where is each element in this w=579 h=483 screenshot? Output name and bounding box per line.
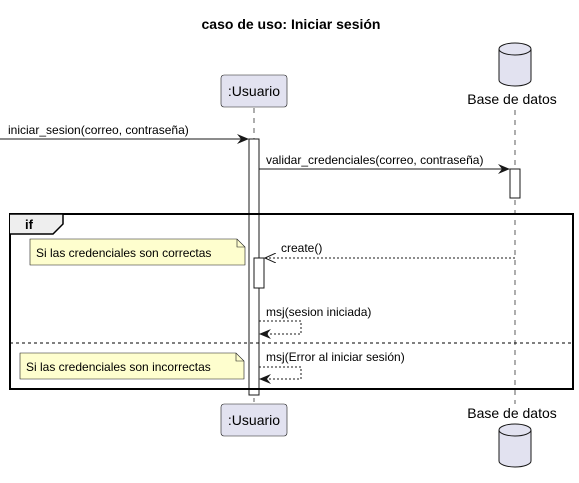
- usuario-nested-activation-bar: [253, 257, 265, 289]
- message-sesion-iniciada-arrow: [259, 320, 302, 339]
- message-validar-credenciales-label: validar_credenciales(correo, contraseña): [266, 153, 483, 167]
- message-error-arrow: [259, 366, 302, 384]
- if-fragment: [9, 213, 574, 390]
- database-icon[interactable]: [498, 42, 532, 87]
- note-correctas: [29, 238, 246, 266]
- note-incorrectas-fold: [235, 353, 244, 362]
- usuario-participant-bottom[interactable]: [220, 403, 288, 437]
- database-icon[interactable]: [498, 423, 532, 468]
- note-incorrectas-text: Si las credenciales son incorrectas: [26, 360, 211, 374]
- message-sesion-iniciada-label: msj(sesion iniciada): [266, 305, 371, 319]
- usuario-participant-top[interactable]: [220, 74, 288, 108]
- usuario-label-top: :Usuario: [228, 83, 280, 99]
- message-iniciar-sesion-label: iniciar_sesion(correo, contraseña): [8, 123, 189, 137]
- note-correctas-text: Si las credenciales son correctas: [36, 246, 211, 260]
- if-fragment-keyword: if: [25, 217, 34, 232]
- note-incorrectas: [19, 352, 245, 380]
- diagram-title: caso de uso: Iniciar sesión: [202, 16, 381, 32]
- if-fragment-tab: [10, 213, 64, 235]
- note-correctas-fold: [236, 239, 245, 248]
- base-datos-label-bottom: Base de datos: [467, 405, 557, 421]
- message-error-label: msj(Error al iniciar sesión): [266, 350, 405, 364]
- base-datos-label-top: Base de datos: [467, 91, 557, 107]
- message-create-label: create(): [281, 241, 322, 255]
- usuario-label-bottom: :Usuario: [228, 412, 280, 428]
- base-datos-activation-bar: [509, 168, 521, 199]
